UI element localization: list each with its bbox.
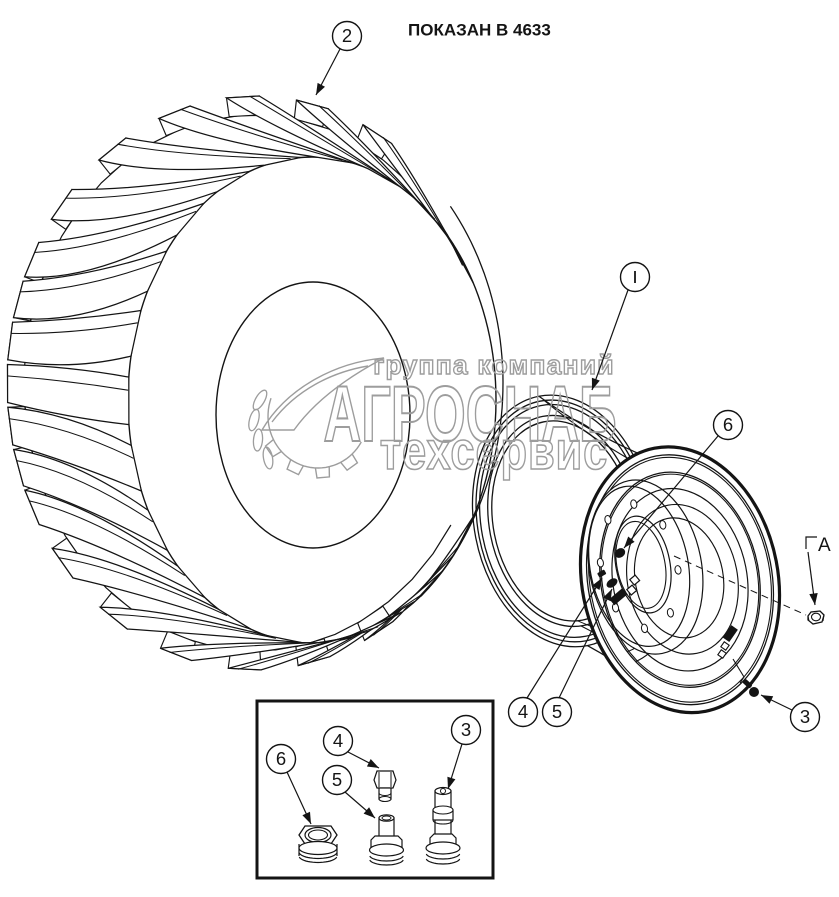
svg-text:техсервис: техсервис (380, 422, 608, 481)
svg-text:4: 4 (518, 701, 528, 722)
svg-text:2: 2 (342, 25, 352, 46)
svg-text:ПОКАЗАН В 4633: ПОКАЗАН В 4633 (408, 21, 551, 40)
svg-text:5: 5 (552, 701, 562, 722)
svg-text:группа компаний: группа компаний (373, 350, 614, 380)
svg-text:6: 6 (723, 414, 733, 435)
svg-text:5: 5 (332, 769, 342, 790)
svg-text:АГРОСНАБ: АГРОСНАБ (323, 370, 616, 458)
svg-text:A: A (818, 535, 831, 556)
svg-text:6: 6 (276, 748, 286, 769)
svg-text:3: 3 (461, 719, 471, 740)
svg-text:4: 4 (333, 730, 343, 751)
svg-text:3: 3 (800, 706, 810, 727)
